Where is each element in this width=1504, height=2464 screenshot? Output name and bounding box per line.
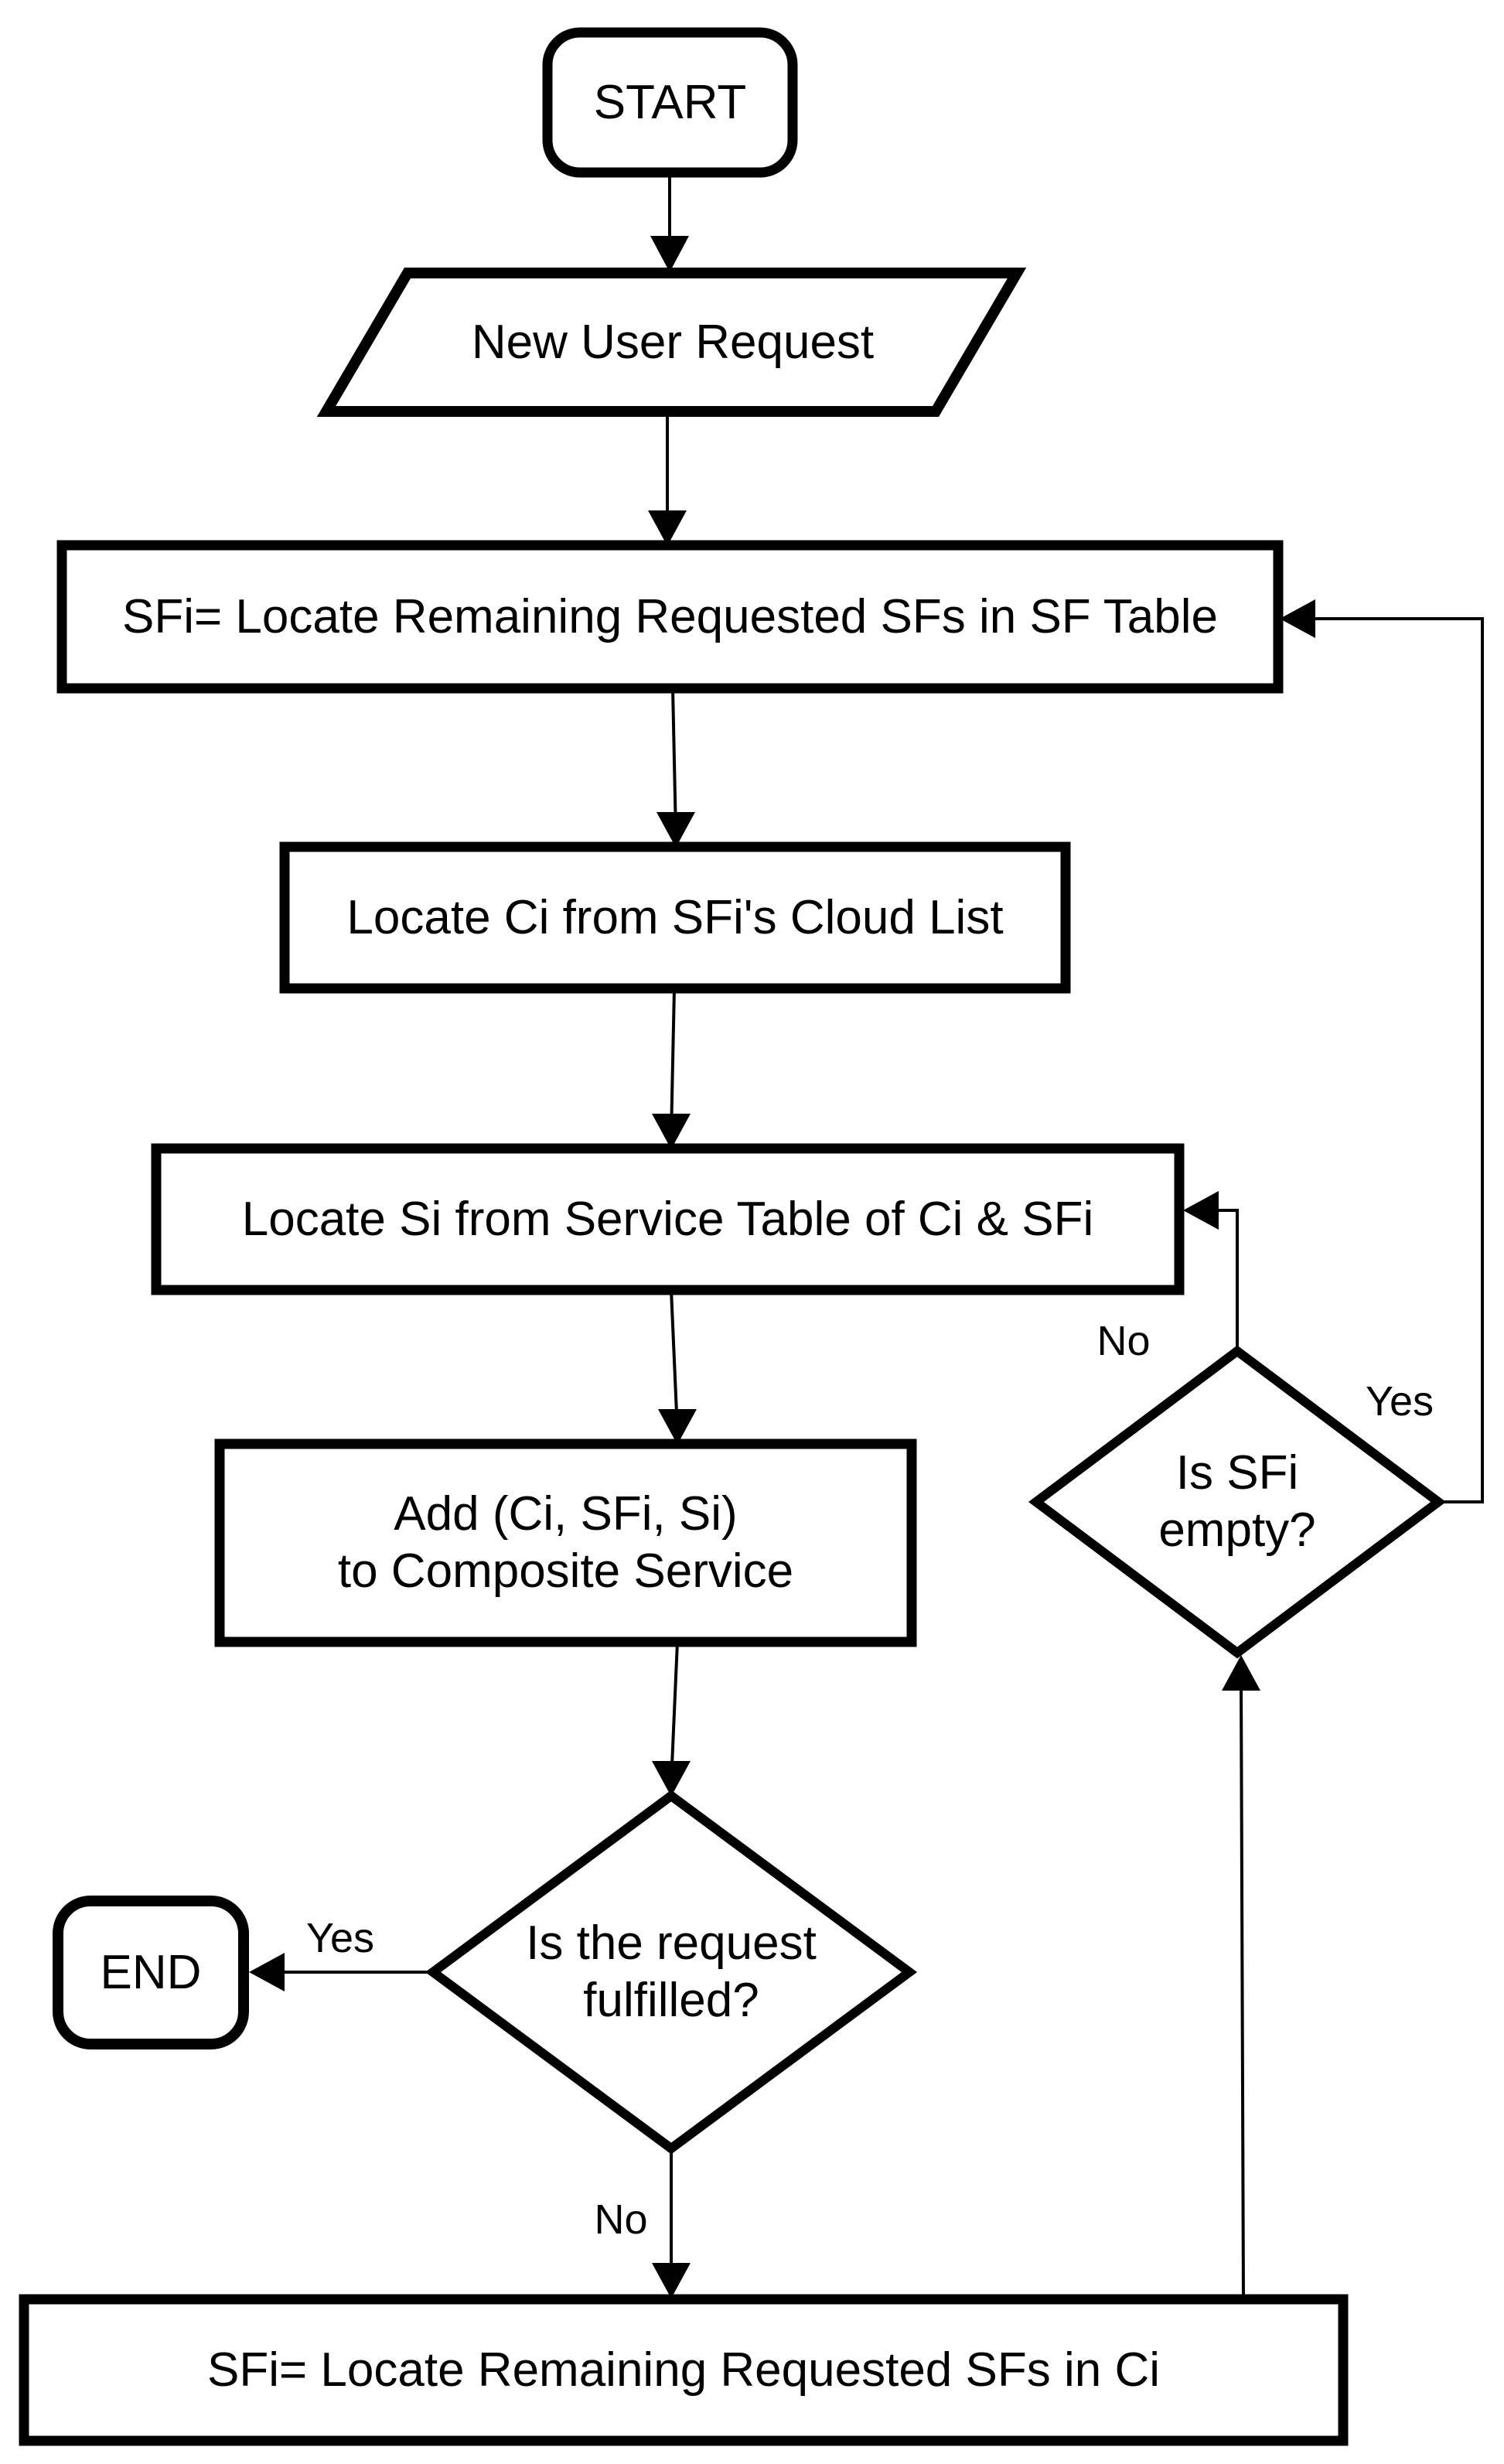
empty-yes-edge-label: Yes: [1365, 1378, 1434, 1425]
arrowhead-request-to-sftable: [648, 510, 687, 546]
locate-ci-node-shape: [279, 841, 1071, 994]
add-composite-node-shape: [214, 1438, 917, 1647]
sfi-empty-diamond-shape: [1028, 1345, 1446, 1659]
request-fulfilled-line2: fulfilled?: [583, 1974, 759, 2027]
locate-si-node-label: Locate Si from Service Table of Ci & SFi: [241, 1192, 1094, 1246]
sfi-empty-diamond-label: Is SFi empty?: [1036, 1351, 1438, 1653]
start-node-shape: [542, 27, 798, 178]
locate-sfs-in-sf-table-node-shape: [56, 540, 1284, 694]
locate-ci-node-label: Locate Ci from SFi's Cloud List: [346, 890, 1004, 944]
sfi-empty-line2: empty?: [1158, 1503, 1316, 1557]
arrow-sftable-to-locateci: [671, 688, 677, 834]
arrowhead-locateci-to-locatesi: [652, 1114, 691, 1149]
arrow-add-to-fulfilled: [670, 1641, 679, 1783]
new-user-request-node-label: New User Request: [471, 315, 875, 369]
arrowhead-fulfilled-yes-to-end: [249, 1953, 285, 1991]
arrow-empty-yes-to-sftable: [1291, 617, 1484, 1503]
locate-sfs-in-sf-table-node-label: SFi= Locate Remaining Requested SFs in S…: [121, 589, 1218, 643]
request-fulfilled-diamond-label: Is the request fulfilled?: [433, 1796, 909, 2148]
add-composite-node-label: Add (Ci, SFi, Si) to Composite Service: [220, 1444, 912, 1642]
fulfilled-no-edge-label: No: [594, 2196, 648, 2243]
request-fulfilled-diamond-shape: [425, 1790, 918, 2155]
locate-si-node-shape: [151, 1143, 1185, 1295]
arrow-locatesi-to-add: [670, 1289, 679, 1432]
arrowhead-fulfilled-no-to-locateci-sfs: [652, 2263, 691, 2298]
end-node-label: END: [100, 1945, 202, 1999]
arrowhead-empty-yes-to-sftable: [1280, 599, 1315, 638]
sfi-empty-line1: Is SFi: [1175, 1446, 1299, 1500]
arrowhead-start-to-request: [650, 236, 689, 272]
arrow-locateci-to-locatesi: [670, 988, 676, 1136]
start-node-label: START: [593, 75, 747, 129]
locate-sfs-in-ci-node-shape: [19, 2294, 1349, 2446]
fulfilled-yes-edge-label: Yes: [305, 1915, 375, 1961]
empty-no-edge-label: No: [1096, 1318, 1151, 1364]
add-composite-line1: Add (Ci, SFi, Si): [394, 1487, 738, 1541]
locate-sfs-in-ci-node-label: SFi= Locate Remaining Requested SFs in C…: [206, 2343, 1160, 2397]
arrowhead-empty-no-to-locatesi: [1183, 1191, 1219, 1230]
arrowhead-locateci-sfs-to-empty: [1222, 1655, 1260, 1691]
arrowhead-sftable-to-locateci: [657, 812, 695, 848]
arrow-empty-no-to-locatesi: [1195, 1209, 1239, 1351]
add-composite-line2: to Composite Service: [337, 1544, 794, 1598]
end-node-shape: [53, 1896, 249, 2049]
arrowhead-locatesi-to-add: [658, 1409, 697, 1445]
request-fulfilled-line1: Is the request: [526, 1916, 817, 1970]
arrowhead-add-to-fulfilled: [652, 1761, 691, 1797]
new-user-request-node-shape: [316, 268, 1027, 417]
arrow-locateci-sfs-to-empty: [1240, 1679, 1245, 2300]
